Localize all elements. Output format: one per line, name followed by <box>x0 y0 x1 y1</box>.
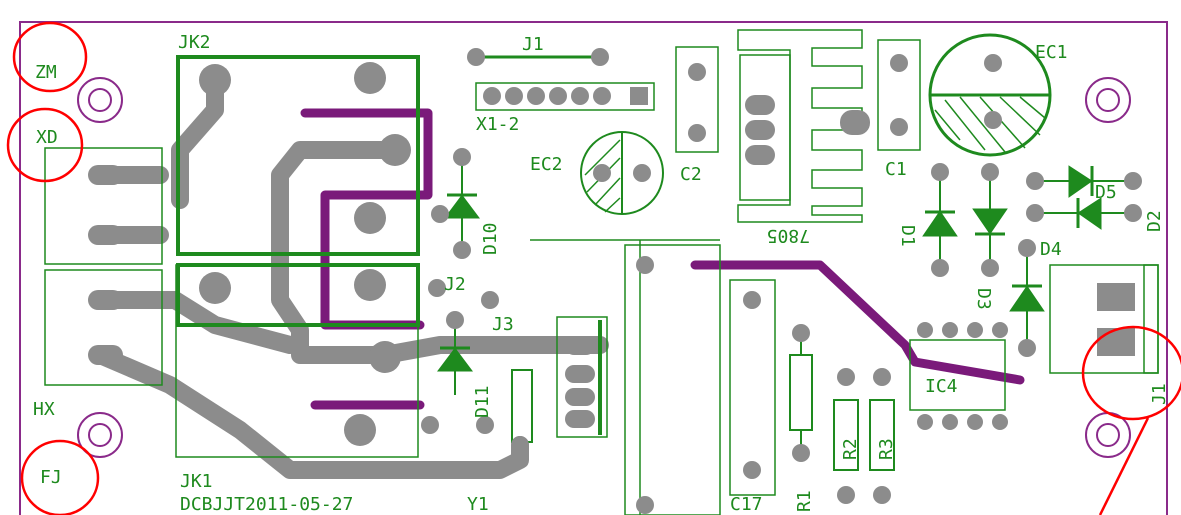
annotation-circle-fj <box>20 439 100 515</box>
silkscreen-labels: JK2 JK1 DCBJJT2011-05-27 J1 X1-2 EC1 EC2… <box>33 32 1170 515</box>
label-d11: D11 <box>472 385 493 418</box>
annotation-circle-xd <box>6 107 84 183</box>
label-ic4: IC4 <box>925 376 958 397</box>
r2-outline <box>833 399 859 471</box>
j1-connector-outline <box>1049 264 1159 374</box>
label-d5: D5 <box>1095 182 1117 203</box>
diodes <box>437 160 1130 395</box>
terminal-block-bottom <box>44 269 163 386</box>
label-y1: Y1 <box>467 494 489 515</box>
header-x1-2-outline <box>475 82 655 111</box>
label-d10: D10 <box>480 222 501 255</box>
label-r2: R2 <box>840 438 861 460</box>
label-jk2: JK2 <box>178 32 211 53</box>
jumper-wires <box>300 108 1025 410</box>
mounting-hole-tr <box>1085 77 1131 123</box>
terminal-block-top <box>44 147 163 265</box>
label-7805: 7805 <box>767 225 810 246</box>
pads <box>88 48 1142 514</box>
label-d2: D2 <box>1144 210 1165 232</box>
annotation-arrow-line <box>1098 417 1150 515</box>
ic4-outline <box>909 339 1006 411</box>
label-j3: J3 <box>492 314 514 335</box>
label-c2: C2 <box>680 164 702 185</box>
c2-outline <box>675 46 719 153</box>
label-j1-top: J1 <box>522 34 544 55</box>
label-j2: J2 <box>444 274 466 295</box>
board-outline <box>19 21 1168 515</box>
silkscreen <box>44 29 1159 515</box>
label-x1-2: X1-2 <box>476 114 519 135</box>
label-c17: C17 <box>730 494 763 515</box>
annotation-circle-zm <box>12 21 88 93</box>
label-xd: XD <box>36 127 58 148</box>
c1-outline <box>877 39 921 151</box>
label-zm: ZM <box>35 62 57 83</box>
label-d1: D1 <box>897 225 918 247</box>
label-d3: D3 <box>973 288 994 310</box>
mounting-hole-tl <box>77 77 123 123</box>
label-c1: C1 <box>885 159 907 180</box>
c17-outline <box>729 279 776 496</box>
regulator-7805-outline <box>737 29 863 223</box>
label-d4: D4 <box>1040 239 1062 260</box>
label-jk1: JK1 <box>180 471 213 492</box>
j3-header-outline <box>556 316 608 438</box>
label-hx: HX <box>33 399 55 420</box>
mounting-hole-br <box>1085 412 1131 458</box>
annotation-circle-j1 <box>1081 325 1181 421</box>
annotations <box>6 21 1181 515</box>
label-r3: R3 <box>876 438 897 460</box>
label-board-id: DCBJJT2011-05-27 <box>180 494 353 515</box>
r1-outline <box>789 354 813 431</box>
label-fj: FJ <box>40 467 62 488</box>
copper-traces <box>91 71 609 479</box>
mounting-hole-bl <box>77 412 123 458</box>
relay-jk2-outline <box>176 55 420 256</box>
label-ec1: EC1 <box>1035 42 1068 63</box>
label-r1: R1 <box>794 490 815 512</box>
label-j1-right: J1 <box>1149 383 1170 405</box>
label-ec2: EC2 <box>530 154 563 175</box>
y1-outline <box>624 244 721 515</box>
r3-outline <box>869 399 895 471</box>
